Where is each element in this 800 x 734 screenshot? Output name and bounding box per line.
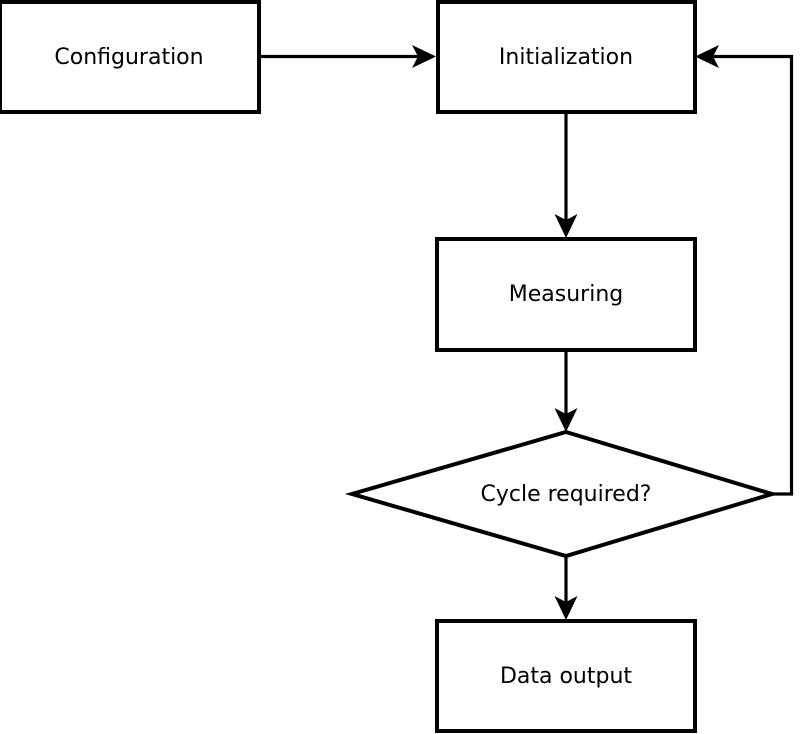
- node-measuring-label: Measuring: [509, 282, 623, 307]
- edge-cycle-required-to-data-output: [554, 556, 578, 620]
- arrowhead-into-initialization-right: [695, 45, 719, 68]
- node-configuration-label: Configuration: [54, 45, 203, 70]
- node-measuring[interactable]: Measuring: [435, 237, 697, 352]
- arrowhead-into-data-output-top: [554, 596, 578, 620]
- node-measuring-shape[interactable]: [435, 237, 697, 352]
- node-initialization-label: Initialization: [499, 45, 633, 70]
- node-configuration-shape[interactable]: [0, 0, 261, 114]
- edge-measuring-to-cycle-required: [554, 350, 578, 432]
- node-cycle-required[interactable]: Cycle required?: [344, 429, 779, 559]
- arrowhead-into-cycle-required-top: [554, 408, 578, 432]
- edge-line-cycle-required-to-initialization-loop: [707, 54, 794, 496]
- edge-cycle-required-to-initialization-loop: [695, 45, 794, 496]
- node-data-output[interactable]: Data output: [435, 619, 697, 733]
- node-data-output-shape[interactable]: [435, 619, 697, 733]
- arrowhead-into-measuring-top: [554, 214, 578, 238]
- node-cycle-required-shape[interactable]: [344, 429, 779, 559]
- node-initialization-shape[interactable]: [436, 0, 697, 114]
- node-data-output-label: Data output: [500, 664, 632, 689]
- node-cycle-required-label: Cycle required?: [481, 482, 652, 507]
- edge-configuration-to-initialization: [259, 45, 436, 68]
- arrowhead-into-initialization-left: [412, 45, 436, 68]
- node-configuration[interactable]: Configuration: [0, 0, 261, 114]
- node-initialization[interactable]: Initialization: [436, 0, 697, 114]
- edge-initialization-to-measuring: [554, 112, 578, 238]
